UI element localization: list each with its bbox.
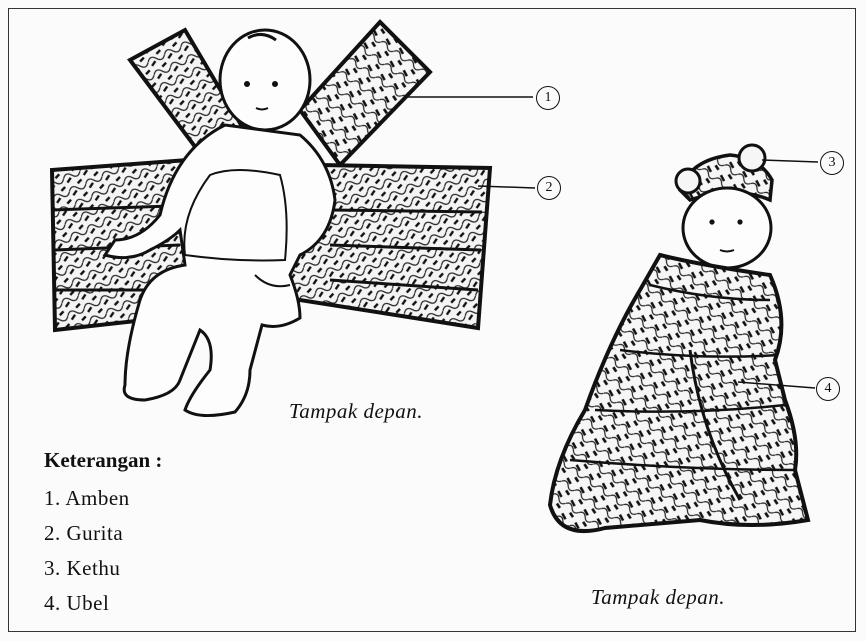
caption-right: Tampak depan.	[591, 585, 725, 610]
amben-right-cloth	[300, 22, 430, 165]
legend-item-kethu: 3. Kethu	[44, 556, 130, 591]
legend-item-amben: 1. Amben	[44, 486, 130, 521]
callout-4: 4	[816, 377, 840, 401]
caption-left: Tampak depan.	[289, 399, 423, 424]
ubel-wrap	[550, 255, 808, 531]
callout-1: 1	[536, 86, 560, 110]
callout-3: 3	[820, 151, 844, 175]
callout-2: 2	[537, 176, 561, 200]
legend-item-ubel: 4. Ubel	[44, 591, 130, 626]
legend-list: 1. Amben 2. Gurita 3. Kethu 4. Ubel	[44, 486, 130, 626]
legend-title: Keterangan :	[44, 448, 162, 473]
legend-item-gurita: 2. Gurita	[44, 521, 130, 556]
swaddled-baby-face	[683, 188, 771, 268]
